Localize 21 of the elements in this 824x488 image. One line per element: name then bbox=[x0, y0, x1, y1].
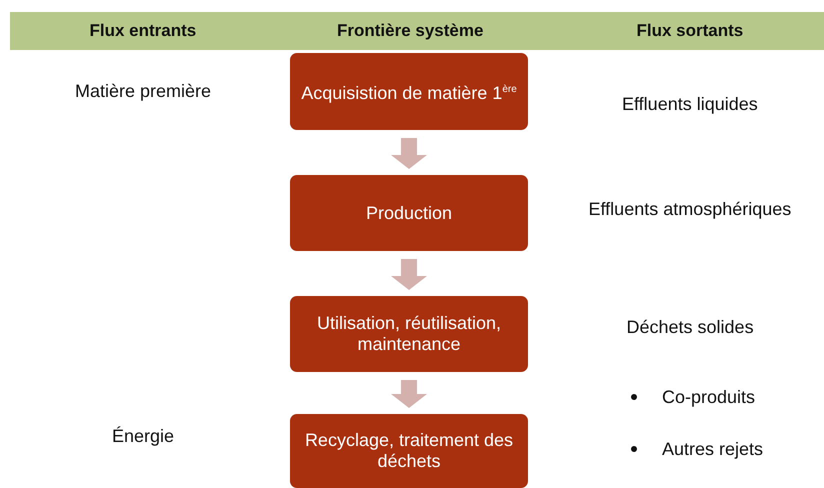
flow-label: Autres rejets bbox=[662, 438, 764, 460]
column-header: Flux entrants bbox=[90, 21, 196, 41]
flow-label: Effluents liquides bbox=[622, 94, 758, 114]
flow-label: Co-produits bbox=[662, 386, 756, 408]
block-arrow bbox=[391, 259, 427, 290]
column-header: Frontière système bbox=[337, 21, 484, 41]
block-arrow bbox=[391, 380, 427, 408]
flow-label: Effluents atmosphériques bbox=[588, 198, 792, 220]
column-header: Flux sortants bbox=[636, 21, 744, 41]
process-box bbox=[290, 53, 528, 130]
step-label: Utilisation, réutilisation, maintenance bbox=[316, 313, 502, 355]
block-arrow bbox=[391, 138, 427, 169]
step-label: Recyclage, traitement des déchets bbox=[304, 430, 514, 472]
flow-label: Déchets solides bbox=[626, 316, 754, 338]
flow-label: Matière première bbox=[75, 80, 212, 102]
step-label: Acquisistion de matière 1$^{ère}$ bbox=[301, 82, 517, 104]
flow-label: Énergie bbox=[112, 426, 174, 446]
process-box bbox=[290, 296, 528, 372]
process-box bbox=[290, 414, 528, 488]
process-box bbox=[290, 175, 528, 251]
step-label: Production bbox=[366, 202, 452, 224]
